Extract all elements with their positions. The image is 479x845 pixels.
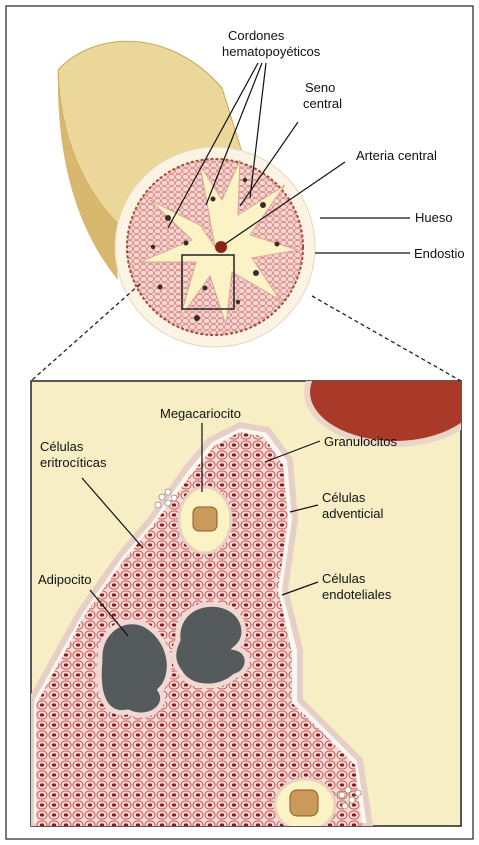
label-eritrociticas-1: Células [40, 439, 84, 454]
label-eritrociticas-2: eritrocíticas [40, 455, 107, 470]
adipocyte-2 [174, 604, 247, 686]
label-adipocito: Adipocito [38, 572, 91, 587]
label-granulocitos: Granulocitos [324, 434, 397, 449]
label-cordones-2: hematopoyéticos [222, 44, 321, 59]
label-megacariocito: Megacariocito [160, 406, 241, 421]
label-cordones-1: Cordones [228, 28, 285, 43]
label-adventicial-1: Células [322, 490, 366, 505]
label-hueso: Hueso [415, 210, 453, 225]
megakaryocyte-lower-nucleus [290, 790, 318, 816]
label-endostio: Endostio [414, 246, 465, 261]
label-endoteliales-2: endoteliales [322, 587, 392, 602]
label-seno-1: Seno [305, 80, 335, 95]
label-arteria: Arteria central [356, 148, 437, 163]
blood-vessel [307, 340, 479, 444]
label-adventicial-2: adventicial [322, 506, 384, 521]
label-endoteliales-1: Células [322, 571, 366, 586]
label-seno-2: central [303, 96, 342, 111]
megakaryocyte-nucleus [193, 507, 217, 531]
adipocyte-1 [99, 622, 169, 715]
central-artery [215, 241, 227, 253]
